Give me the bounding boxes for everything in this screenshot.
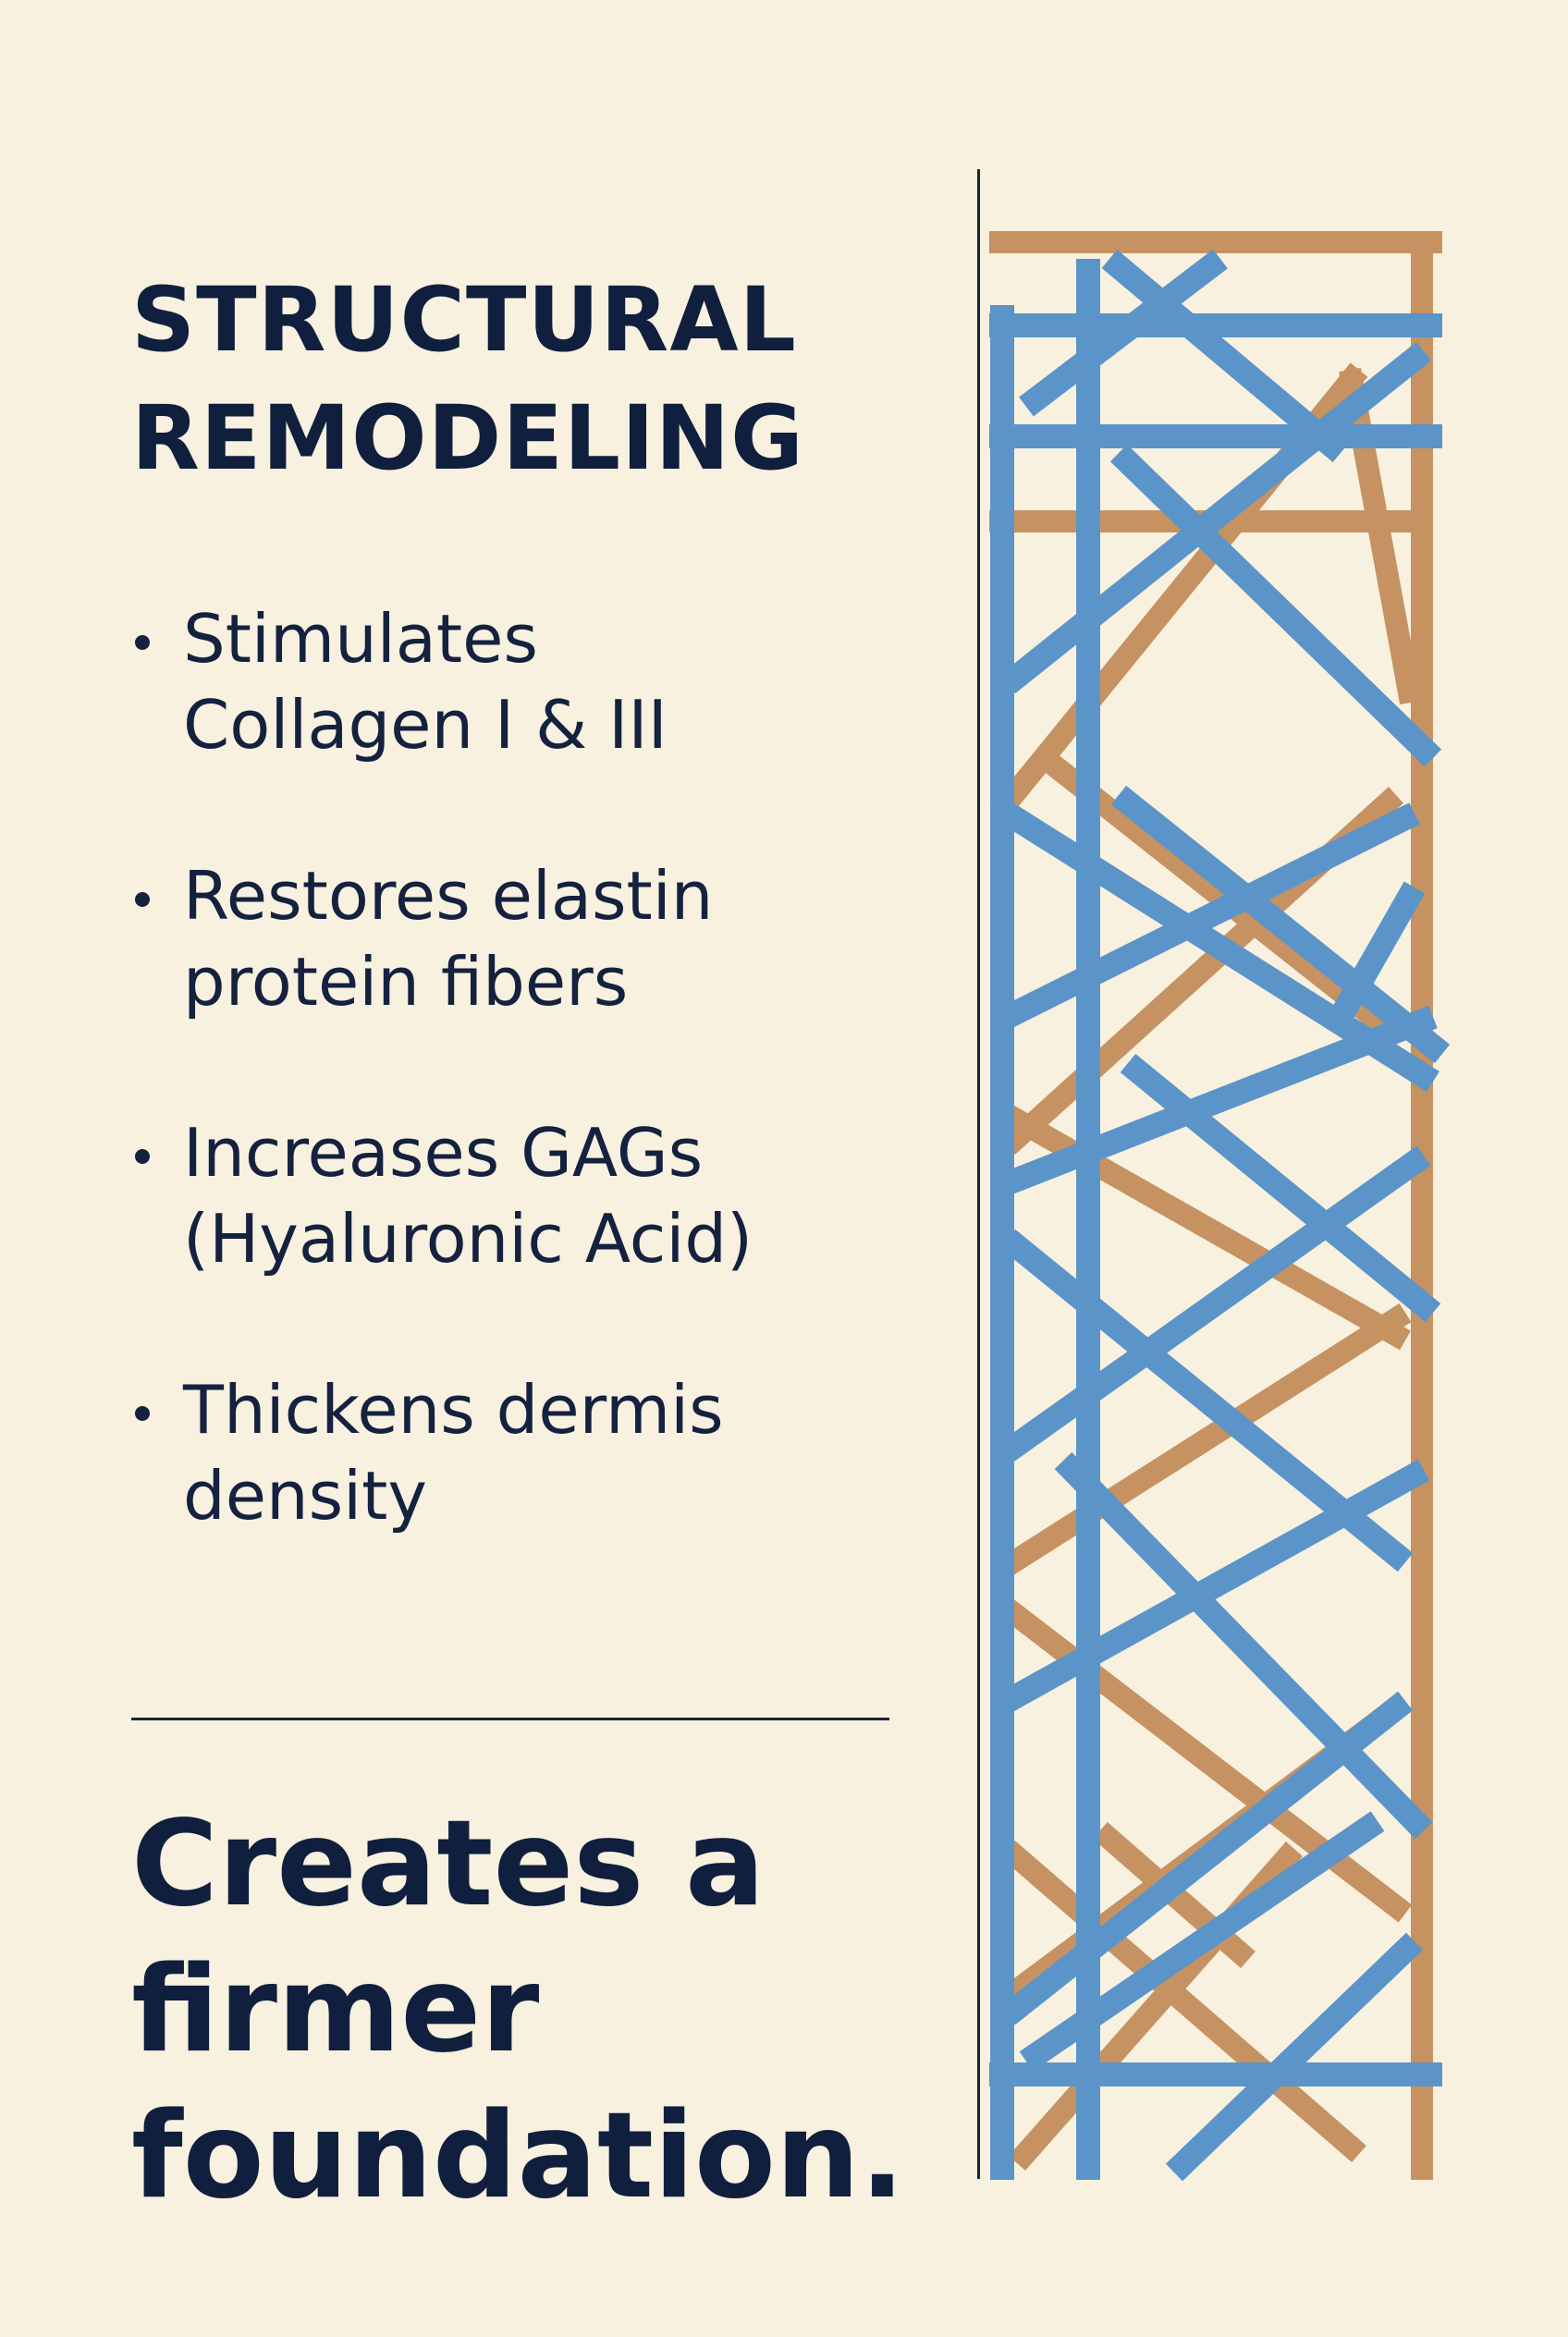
- vertical-divider: [977, 169, 980, 2179]
- benefit-text: Stimulates: [183, 600, 538, 678]
- benefit-text: protein fibers: [183, 943, 629, 1021]
- blue-fiber: [999, 1691, 1414, 2025]
- title-line-2: REMODELING: [131, 386, 804, 490]
- benefit-text: density: [183, 1457, 427, 1535]
- blue-fiber: [1101, 250, 1349, 462]
- blue-fiber: [1019, 249, 1228, 417]
- benefit-item-collagen: Stimulates Collagen I & III: [131, 596, 945, 768]
- benefit-text: Thickens dermis: [183, 1371, 724, 1449]
- tan-fiber: [992, 1303, 1412, 1582]
- tagline-line-2: firmer: [131, 1941, 540, 2079]
- collagen-scaffold-illustration: [989, 231, 1451, 2182]
- benefit-text: Increases GAGs: [183, 1114, 704, 1192]
- blue-fiber: [1109, 444, 1442, 767]
- section-divider: [131, 1718, 889, 1720]
- bullet-dot-icon: [135, 1149, 150, 1164]
- blue-fiber: [1165, 1932, 1424, 2182]
- blue-fiber: [1001, 1459, 1430, 1712]
- blue-fiber: [1329, 881, 1426, 1023]
- blue-fiber: [1019, 1811, 1385, 2072]
- blue-fiber: [1110, 785, 1451, 1064]
- benefit-item-dermis: Thickens dermis density: [131, 1367, 945, 1539]
- tagline-line-3: foundation.: [131, 2087, 905, 2225]
- benefit-item-gags: Increases GAGs (Hyaluronic Acid): [131, 1110, 945, 1282]
- tan-fiber: [1339, 367, 1422, 705]
- blue-fiber: [1000, 1145, 1431, 1462]
- blue-fiber: [1120, 1053, 1441, 1323]
- benefit-item-elastin: Restores elastin protein fibers: [131, 853, 945, 1025]
- blue-fiber: [1003, 1005, 1438, 1195]
- blue-fiber: [1054, 1451, 1433, 1840]
- tagline-line-1: Creates a: [131, 1795, 766, 1933]
- bullet-dot-icon: [135, 635, 150, 650]
- benefit-list: Stimulates Collagen I & III Restores ela…: [131, 596, 945, 1624]
- bullet-dot-icon: [135, 1406, 150, 1421]
- bullet-dot-icon: [135, 892, 150, 907]
- blue-fiber-layer: [989, 249, 1451, 2182]
- title-line-1: STRUCTURAL: [131, 268, 797, 372]
- benefit-text: Collagen I & III: [183, 686, 668, 764]
- benefit-text: (Hyaluronic Acid): [183, 1200, 753, 1278]
- tan-fiber: [1037, 749, 1403, 1045]
- tan-fiber: [1000, 1840, 1366, 2163]
- page-title: STRUCTURAL REMODELING: [131, 261, 945, 497]
- blue-fiber: [999, 341, 1432, 694]
- blue-fiber: [1002, 802, 1420, 1028]
- benefit-text: Restores elastin: [183, 857, 714, 935]
- tagline: Creates a firmer foundation.: [131, 1792, 945, 2230]
